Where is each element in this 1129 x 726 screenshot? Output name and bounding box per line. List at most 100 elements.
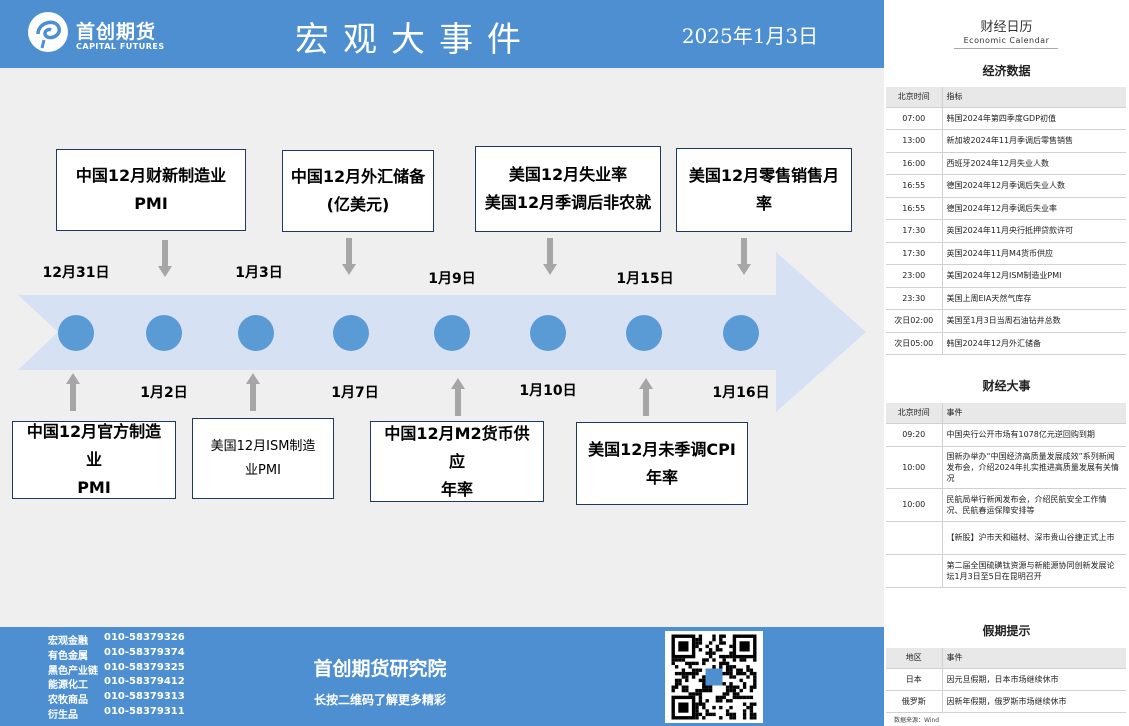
arrow-up-icon <box>451 378 465 416</box>
item-cell: 因新年假期，俄罗斯市场继续休市 <box>942 690 1126 713</box>
contact-row: 农牧商品 010-58379313 <box>48 691 185 706</box>
timeline-node <box>146 315 182 351</box>
time-cell: 16:55 <box>886 174 943 198</box>
table-row: 俄罗斯因新年假期，俄罗斯市场继续休市 <box>886 690 1126 713</box>
item-cell: 国新办举办“中国经济高质量发展成效”系列新闻发布会，介绍2024年扎实推进高质量… <box>942 446 1126 489</box>
contact-phone: 010-58379325 <box>104 661 185 673</box>
poster: 首创期货 CAPITAL FUTURES 宏观大事件 2025年1月3日 12月… <box>0 0 884 726</box>
contact-label: 有色金属 <box>48 650 88 662</box>
table-header: 地区 事件 <box>886 648 1126 669</box>
section-title-econ: 经济数据 <box>982 64 1031 78</box>
time-cell: 16:55 <box>886 197 943 220</box>
timeline-node <box>434 315 470 351</box>
event-text: 美国12月失业率 <box>508 165 628 184</box>
item-cell: 新加坡2024年11月季调后零售销售 <box>942 129 1126 153</box>
timeline-date: 1月16日 <box>712 385 770 401</box>
time-cell: 23:00 <box>886 264 943 288</box>
time-cell: 16:00 <box>886 152 943 175</box>
time-cell: 日本 <box>886 668 943 691</box>
item-cell: 第二届全国硫磺钛资源与新能源协同创新发展论坛1月3日至5日在昆明召开 <box>942 554 1126 588</box>
event-text: 中国12月财新制造业 <box>75 166 227 185</box>
time-cell: 10:00 <box>886 488 943 522</box>
event-text: 美国12月未季调CPI <box>588 439 736 459</box>
time-cell: 09:20 <box>886 423 943 447</box>
time-cell <box>886 554 943 588</box>
item-cell: 美国上周EIA天然气库存 <box>942 287 1126 310</box>
time-cell: 07:00 <box>886 107 943 130</box>
event-text: 美国12月ISM制造 <box>210 438 316 454</box>
time-cell: 次日02:00 <box>886 309 943 333</box>
event-text: 年率 <box>645 467 678 487</box>
table-header: 北京时间 事件 <box>886 403 1126 424</box>
table-row: 第二届全国硫磺钛资源与新能源协同创新发展论坛1月3日至5日在昆明召开 <box>886 554 1126 588</box>
holidays-table: 地区 事件 日本因元旦假期，日本市场继续休市俄罗斯因新年假期，俄罗斯市场继续休市 <box>886 648 1126 713</box>
timeline-node <box>723 315 759 351</box>
event-box: 美国12月零售销售月率 <box>676 148 852 232</box>
contact-row: 黑色产业链 010-58379325 <box>48 662 185 677</box>
event-text: 中国12月外汇储备 <box>290 167 426 186</box>
contact-label: 能源化工 <box>48 680 88 692</box>
arrow-up-icon <box>639 378 653 416</box>
timeline-node <box>238 315 274 351</box>
divider <box>954 48 1058 49</box>
time-cell: 23:30 <box>886 287 943 310</box>
economic-calendar-panel: 财经日历 Economic Calendar 经济数据 北京时间 指标 07:0… <box>884 0 1129 726</box>
qr-code-icon[interactable] <box>665 631 763 723</box>
timeline-node <box>530 315 566 351</box>
section-title-holidays: 假期提示 <box>982 624 1031 638</box>
event-text: 美国12月零售销售月 <box>688 166 840 185</box>
event-box: 中国12月外汇储备(亿美元) <box>282 150 434 232</box>
arrow-up-icon <box>246 373 260 411</box>
item-cell: 因元旦假期，日本市场继续休市 <box>942 668 1126 691</box>
timeline-node <box>333 315 369 351</box>
column-header: 事件 <box>942 403 1126 424</box>
timeline-date: 1月9日 <box>428 271 476 287</box>
item-cell: 韩国2024年第四季度GDP初值 <box>942 107 1126 130</box>
timeline-node <box>58 315 94 351</box>
item-cell: 德国2024年12月季调后失业率 <box>942 197 1126 220</box>
event-text: 中国12月官方制造业 <box>26 422 162 469</box>
item-cell: 美国2024年12月ISM制造业PMI <box>942 264 1126 288</box>
event-text: 率 <box>755 194 772 213</box>
event-box: 中国12月M2货币供应年率 <box>370 421 544 502</box>
page-title: 宏观大事件 <box>295 20 535 60</box>
column-header: 北京时间 <box>886 403 943 424</box>
event-box: 中国12月财新制造业 PMI <box>56 149 246 231</box>
contact-phone: 010-58379313 <box>104 691 185 703</box>
arrow-down-icon <box>737 238 751 275</box>
logo-text: 首创期货 <box>76 21 157 43</box>
time-cell: 俄罗斯 <box>886 690 943 713</box>
column-header: 事件 <box>942 648 1126 669</box>
item-cell: 中国央行公开市场有1078亿元逆回购到期 <box>942 423 1126 447</box>
event-box: 美国12月失业率美国12月季调后非农就 <box>475 146 661 232</box>
event-text: PMI <box>134 194 168 213</box>
header-date: 2025年1月3日 <box>681 24 819 48</box>
item-cell: 美国至1月3日当周石油钻井总数 <box>942 309 1126 333</box>
event-text: 中国12月M2货币供应 <box>384 423 530 471</box>
calendar-subtitle: Economic Calendar <box>963 36 1050 45</box>
contact-label: 衍生品 <box>48 709 78 721</box>
item-cell: 英国2024年11月M4货币供应 <box>942 242 1126 265</box>
contact-label: 黑色产业链 <box>48 665 98 677</box>
timeline-node <box>626 315 662 351</box>
company-logo: 首创期货 CAPITAL FUTURES <box>26 8 176 58</box>
contact-label: 农牧商品 <box>48 695 88 707</box>
time-cell: 次日05:00 <box>886 332 943 355</box>
